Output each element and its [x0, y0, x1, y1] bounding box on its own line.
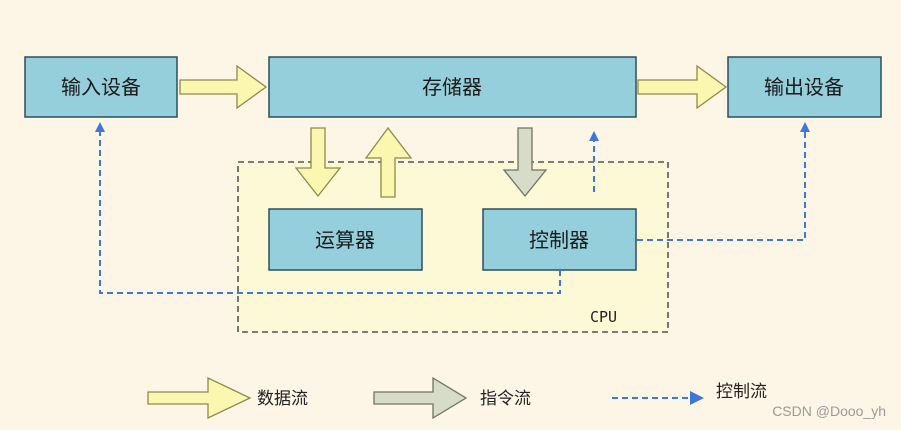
cpu-label: CPU	[590, 308, 617, 326]
watermark: CSDN @Dooo_yh	[772, 403, 886, 419]
data-flow-arrow-alu-to-memory	[364, 126, 413, 198]
legend-data-flow-label: 数据流	[257, 389, 308, 409]
controller-label: 控制器	[529, 228, 589, 252]
legend-control-flow-arrowhead	[690, 391, 704, 405]
controller-box: 控制器	[482, 208, 637, 271]
data-flow-arrow-input-to-memory	[179, 64, 268, 110]
control-flow-controller-to-output	[637, 122, 810, 241]
output-device-label: 输出设备	[764, 75, 844, 99]
alu-box: 运算器	[268, 208, 423, 271]
output-device-box: 输出设备	[727, 56, 882, 118]
alu-label: 运算器	[315, 228, 375, 252]
legend-instruction-flow-label: 指令流	[480, 389, 531, 409]
memory-box: 存储器	[268, 56, 637, 118]
input-device-box: 输入设备	[24, 56, 178, 118]
legend-data-flow-arrow	[147, 376, 252, 420]
legend-control-flow-label: 控制流	[716, 382, 767, 402]
instruction-flow-arrow-memory-to-controller	[502, 127, 548, 198]
data-flow-arrow-memory-to-alu	[294, 127, 342, 198]
data-flow-arrow-memory-to-output	[637, 64, 728, 110]
input-device-label: 输入设备	[61, 75, 141, 99]
control-flow-controller-to-input	[95, 122, 561, 294]
legend: 数据流 指令流 控制流	[147, 376, 767, 420]
memory-label: 存储器	[422, 75, 482, 99]
legend-instruction-flow-arrow	[373, 376, 468, 420]
